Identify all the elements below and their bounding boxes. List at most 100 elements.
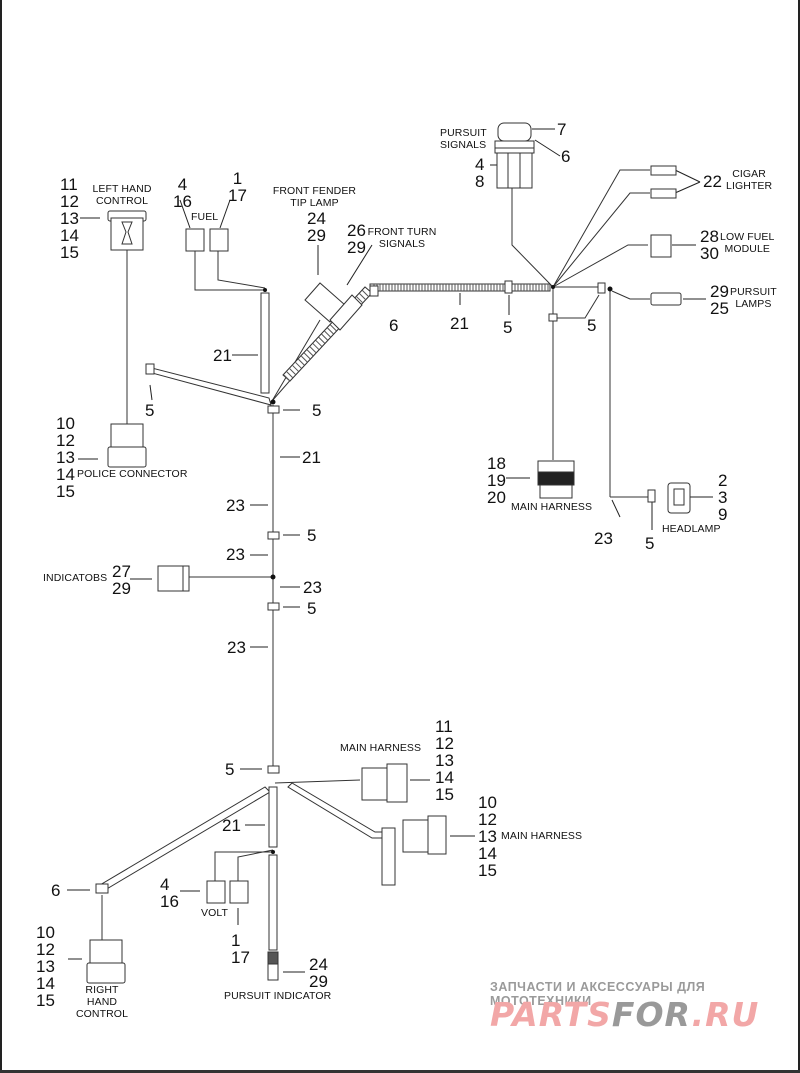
cigar-lighter-connector-b bbox=[650, 188, 677, 199]
callout-number: 13 bbox=[435, 751, 454, 770]
callout-conduit-21: 21 bbox=[450, 314, 469, 333]
callout-wire-23: 23 bbox=[227, 638, 246, 657]
corrugation-tick bbox=[321, 333, 328, 341]
left-hand-control-label: LEFT HAND CONTROL bbox=[92, 183, 152, 207]
callout-number: 13 bbox=[60, 209, 79, 228]
main-harness-lower-stub bbox=[381, 827, 396, 886]
left-hand-control-callouts: 11 12 13 14 15 bbox=[60, 176, 79, 261]
callout-number: 13 bbox=[36, 957, 55, 976]
callout-number: 26 bbox=[347, 221, 366, 240]
callout-number: 10 bbox=[478, 793, 497, 812]
watermark-logo-for: FOR bbox=[611, 995, 692, 1034]
clip-5 bbox=[504, 280, 513, 294]
callout-number: 11 bbox=[435, 717, 453, 736]
clip-5 bbox=[647, 489, 656, 503]
callout-number: 29 bbox=[307, 226, 326, 245]
callout-number: 27 bbox=[112, 562, 131, 581]
main-harness-lower-connector bbox=[402, 815, 447, 855]
watermark-tagline: ЗАПЧАСТИ И АКСЕССУАРЫ ДЛЯ МОТОТЕХНИКИ bbox=[490, 980, 706, 1008]
callout-number: 28 bbox=[700, 227, 719, 246]
main-harness-mid-wire bbox=[274, 779, 361, 784]
low-fuel-module-connector bbox=[650, 234, 672, 258]
callout-number: 18 bbox=[487, 454, 506, 473]
corrugation-tick bbox=[292, 365, 300, 372]
callout-wire-23: 23 bbox=[226, 496, 245, 515]
fuel-wire-b bbox=[217, 250, 266, 289]
clip-5 bbox=[267, 602, 280, 611]
corrugation-tick bbox=[301, 355, 308, 363]
callout-number: 29 bbox=[112, 579, 131, 598]
connectors bbox=[86, 122, 691, 984]
watermark-logo: PARTSFOR.RU bbox=[490, 995, 759, 1034]
police-connector bbox=[107, 423, 147, 468]
corrugation-tick bbox=[361, 289, 369, 297]
main-harness-upper-callouts: 18 19 20 bbox=[487, 455, 506, 506]
low-fuel-wire bbox=[552, 244, 648, 288]
callout-number: 12 bbox=[435, 734, 454, 753]
callout-number: 9 bbox=[718, 505, 728, 524]
headlamp-callouts: 2 3 9 bbox=[718, 472, 727, 523]
callout-number: 24 bbox=[307, 209, 326, 228]
cigar-wire-a bbox=[552, 169, 650, 288]
callout-wire-23: 23 bbox=[594, 529, 613, 548]
lower-left-conduit bbox=[99, 786, 271, 891]
front-fender-tip-lamp bbox=[304, 282, 363, 331]
callout-number: 14 bbox=[36, 974, 55, 993]
callout-number: 4 bbox=[160, 875, 170, 894]
callout-conduit-21: 21 bbox=[222, 816, 241, 835]
fuel-callouts-right: 1 17 bbox=[228, 170, 247, 204]
callout-ring-6: 6 bbox=[389, 316, 399, 335]
fuel-callouts-left: 4 16 bbox=[173, 176, 192, 210]
callout-number: 13 bbox=[478, 827, 497, 846]
right-hand-control-label: RIGHT HAND CONTROL bbox=[75, 984, 129, 1020]
police-connector-label: POLICE CONNECTOR bbox=[77, 468, 188, 480]
clip-5 bbox=[548, 313, 558, 322]
pursuit-signal-wire bbox=[511, 185, 554, 288]
callout-number: 14 bbox=[435, 768, 454, 787]
corrugation-tick bbox=[324, 330, 331, 338]
fuel-connector-a bbox=[185, 228, 205, 252]
clip-5 bbox=[597, 282, 606, 294]
leader-lines bbox=[67, 128, 713, 973]
volt-callouts-left: 4 16 bbox=[160, 876, 179, 910]
cigar-wire-b bbox=[552, 192, 650, 288]
callout-clip-5: 5 bbox=[312, 401, 322, 420]
corrugation-tick bbox=[355, 296, 363, 303]
frame-border-right bbox=[798, 0, 800, 1073]
callout-number: 29 bbox=[710, 282, 729, 301]
low-fuel-module-callouts: 28 30 bbox=[700, 228, 719, 262]
fuel-label: FUEL bbox=[191, 211, 219, 223]
main-harness-mid-callouts: 11 12 13 14 15 bbox=[435, 718, 454, 803]
frame-border-left bbox=[0, 0, 2, 1073]
pursuit-indicator-callouts: 24 29 bbox=[309, 956, 328, 990]
right-hand-control-callouts: 10 12 13 14 15 bbox=[36, 924, 55, 1009]
corrugation-tick bbox=[286, 371, 294, 379]
callout-number: 6 bbox=[561, 147, 571, 166]
pursuit-signals-label: PURSUIT SIGNALS bbox=[440, 127, 487, 151]
clip-5 bbox=[145, 363, 155, 375]
main-harness-mid-connector bbox=[361, 763, 408, 803]
front-fender-tip-lamp-label: FRONT FENDER TIP LAMP bbox=[272, 185, 357, 209]
volt-connector-b bbox=[229, 880, 249, 904]
fuel-wire-a bbox=[194, 250, 265, 291]
corrugation-tick bbox=[309, 346, 317, 354]
corrugation-tick bbox=[306, 349, 314, 357]
pursuit-lamps-callouts: 29 25 bbox=[710, 283, 729, 317]
corrugation-tick bbox=[303, 352, 311, 360]
clip-5 bbox=[267, 765, 280, 774]
callout-number: 16 bbox=[160, 892, 179, 911]
callout-number: 1 bbox=[232, 169, 243, 188]
cigar-lighter-connector-a bbox=[650, 165, 677, 176]
callout-number: 10 bbox=[36, 923, 55, 942]
pursuit-lamps-label: PURSUIT LAMPS bbox=[730, 286, 777, 310]
callout-clip-5: 5 bbox=[307, 526, 317, 545]
callout-number: 4 bbox=[177, 175, 188, 194]
callout-number: 12 bbox=[56, 431, 75, 450]
clip-5 bbox=[267, 405, 280, 414]
pursuit-signals-lamp bbox=[494, 122, 535, 189]
callout-clip-5: 5 bbox=[145, 401, 155, 420]
upper-conduit bbox=[260, 292, 270, 394]
corrugation-tick bbox=[312, 343, 320, 350]
ring-6 bbox=[95, 883, 109, 894]
